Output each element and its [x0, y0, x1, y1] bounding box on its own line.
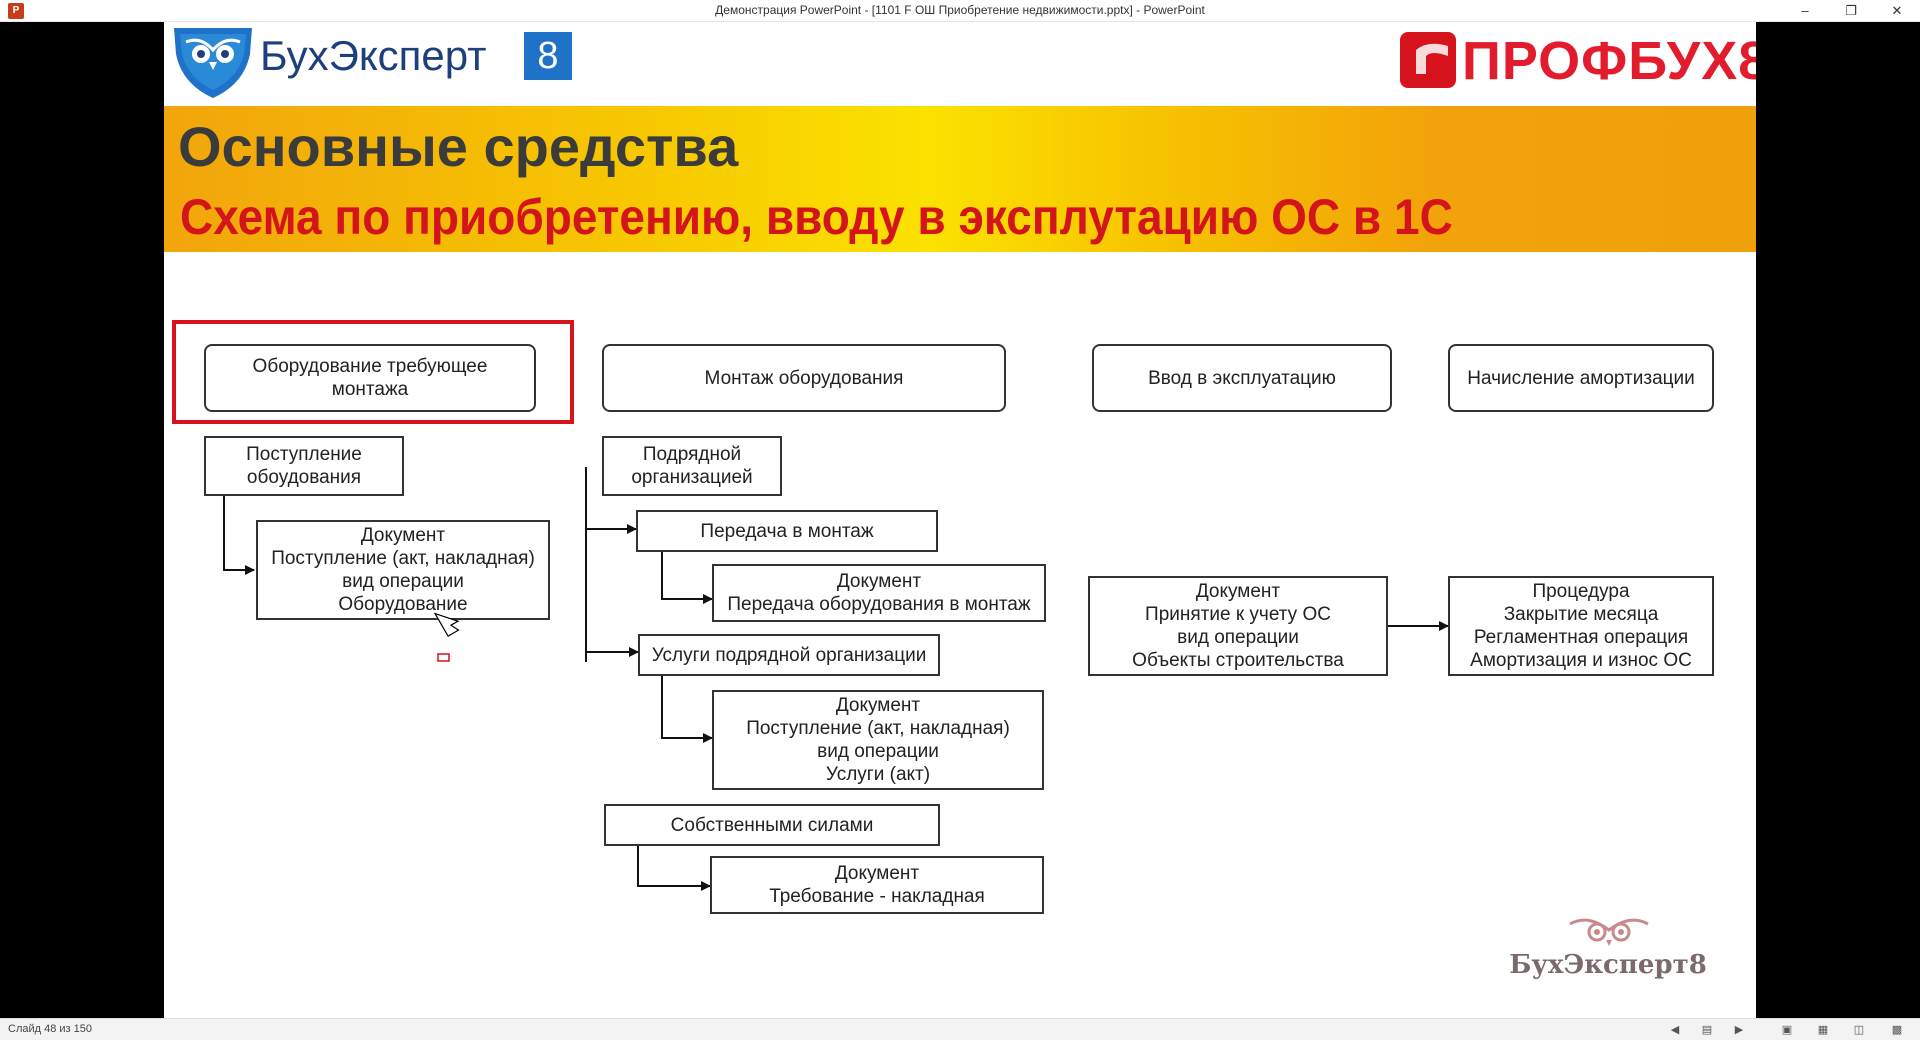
node-line: Регламентная операция — [1473, 627, 1689, 648]
column-label: Ввод в эксплуатацию — [1148, 367, 1336, 389]
powerpoint-icon: P — [8, 3, 24, 19]
column-commissioning[interactable]: Ввод в эксплуатацию — [1092, 344, 1392, 412]
diagram-connectors — [223, 467, 1449, 891]
status-bar: Слайд 48 из 150 ◀ ▤ ▶ ▣ ▦ ◫ ▩ — [0, 1018, 1920, 1040]
buhexpert-logo-number: 8 — [524, 32, 572, 80]
column-depreciation[interactable]: Начисление амортизации — [1448, 344, 1714, 412]
column-equipment-installation[interactable]: Монтаж оборудования — [602, 344, 1006, 412]
column-label: Оборудование требующее монтажа — [252, 356, 488, 400]
node-label: Поступление обоудования — [246, 444, 362, 488]
node-doc-requirement[interactable]: Документ Требование - накладная — [710, 856, 1044, 914]
column-label: Начисление амортизации — [1467, 367, 1695, 389]
normal-view-icon[interactable]: ▣ — [1781, 1024, 1793, 1036]
node-own-forces[interactable]: Собственными силами — [604, 804, 940, 846]
node-line: Передача оборудования в монтаж — [727, 594, 1031, 615]
watermark-text: БухЭксперт8 — [1509, 950, 1707, 980]
buhexpert-watermark: БухЭксперт8 — [1508, 914, 1708, 994]
node-line: Документ — [835, 695, 921, 716]
node-line: Принятие к учету ОС — [1145, 604, 1331, 625]
node-line: вид операции — [342, 571, 464, 592]
slide-show-stage: БухЭксперт 8 ПРОФБУХ8 Основные средства … — [0, 22, 1920, 1018]
title-banner: Основные средства Схема по приобретению,… — [164, 106, 1756, 252]
slide-counter: Слайд 48 из 150 — [8, 1023, 92, 1035]
node-line: Документ — [1195, 581, 1281, 602]
node-line: Оборудование — [338, 594, 468, 615]
node-line: Закрытие месяца — [1503, 604, 1659, 625]
node-label: Собственными силами — [670, 814, 874, 836]
window-title: Демонстрация PowerPoint - [1101 F ОШ При… — [715, 3, 1205, 17]
node-line: Требование - накладная — [769, 886, 985, 907]
column-label: Монтаж оборудования — [704, 367, 904, 389]
node-label: Услуги подрядной организации — [651, 644, 927, 666]
node-doc-transfer[interactable]: Документ Передача оборудования в монтаж — [712, 564, 1046, 622]
slideshow-icon[interactable]: ▩ — [1891, 1024, 1903, 1036]
next-slide-icon[interactable]: ▶ — [1734, 1024, 1744, 1036]
window-titlebar: P Демонстрация PowerPoint - [1101 F ОШ П… — [0, 0, 1920, 22]
node-procedure[interactable]: Процедура Закрытие месяца Регламентная о… — [1448, 576, 1714, 676]
node-doc-services[interactable]: Документ Поступление (акт, накладная) ви… — [712, 690, 1044, 790]
node-line: Услуги (акт) — [825, 764, 931, 785]
column-equipment-requiring-installation[interactable]: Оборудование требующее монтажа — [204, 344, 536, 412]
buhexpert-logo-text: БухЭксперт — [260, 32, 487, 79]
node-transfer-to-installation[interactable]: Передача в монтаж — [636, 510, 938, 552]
node-line: Документ — [836, 571, 922, 592]
slide[interactable]: БухЭксперт 8 ПРОФБУХ8 Основные средства … — [164, 22, 1756, 1018]
node-line: Поступление (акт, накладная) — [746, 718, 1010, 739]
owl-shield-icon — [174, 28, 252, 98]
reading-view-icon[interactable]: ◫ — [1853, 1024, 1865, 1036]
node-line: Документ — [834, 863, 920, 884]
node-line: Процедура — [1532, 581, 1630, 602]
node-contractor-services[interactable]: Услуги подрядной организации — [638, 634, 940, 676]
node-label: Подрядной организацией — [631, 444, 753, 488]
slide-subheading: Схема по приобретению, вводу в эксплутац… — [180, 189, 1453, 245]
previous-slide-icon[interactable]: ◀ — [1670, 1024, 1680, 1036]
selection-highlight — [172, 320, 574, 424]
node-doc-accept[interactable]: Документ Принятие к учету ОС вид операци… — [1088, 576, 1388, 676]
node-label: Передача в монтаж — [700, 520, 874, 542]
minimize-icon[interactable]: – — [1801, 3, 1809, 18]
node-line: Поступление (акт, накладная) — [271, 548, 535, 569]
profbuh-mark-icon — [1400, 32, 1456, 88]
node-doc-receipt[interactable]: Документ Поступление (акт, накладная) ви… — [256, 520, 550, 620]
node-line: вид операции — [1177, 627, 1299, 648]
node-line: Объекты строительства — [1132, 650, 1344, 671]
buhexpert-logo: БухЭксперт 8 — [168, 22, 588, 102]
restore-icon[interactable]: ❐ — [1845, 3, 1857, 18]
slide-heading: Основные средства — [178, 115, 739, 178]
profbuh-logo: ПРОФБУХ8 — [1398, 28, 1756, 94]
mouse-cursor-icon — [434, 612, 460, 662]
node-equipment-receipt[interactable]: Поступление обоудования — [204, 436, 404, 496]
node-line: Документ — [360, 525, 446, 546]
node-line: Амортизация и износ ОС — [1470, 650, 1692, 671]
node-line: вид операции — [817, 741, 939, 762]
profbuh-logo-text: ПРОФБУХ8 — [1462, 31, 1756, 91]
close-icon[interactable]: ✕ — [1891, 3, 1903, 18]
owl-watermark-icon — [1569, 918, 1649, 946]
slide-sorter-icon[interactable]: ▦ — [1817, 1024, 1829, 1036]
notes-icon[interactable]: ▤ — [1701, 1024, 1713, 1036]
node-contractor[interactable]: Подрядной организацией — [602, 436, 782, 496]
